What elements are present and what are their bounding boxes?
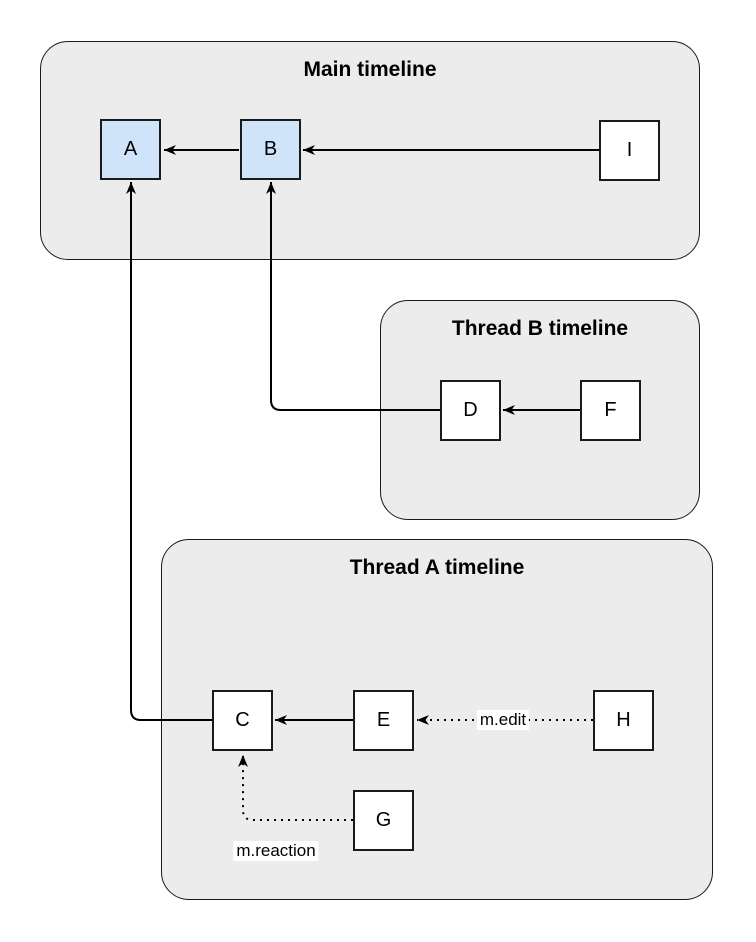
edge-label-m-edit: m.edit [476,710,530,730]
node-F: F [580,380,641,441]
container-title-thread-b-timeline: Thread B timeline [451,317,629,340]
node-E: E [353,690,414,751]
node-D: D [440,380,501,441]
edge-C-to-A [126,182,212,721]
container-title-thread-a-timeline: Thread A timeline [349,556,525,579]
container-title-main-timeline: Main timeline [303,58,437,81]
edge-label-m-reaction: m.reaction [233,841,319,861]
node-G-label: G [375,809,392,831]
edge-D-to-B [266,182,440,411]
node-H-label: H [616,709,631,731]
node-C: C [212,690,273,751]
node-I-label: I [626,139,633,161]
node-G: G [353,790,414,851]
node-E-label: E [376,709,391,731]
node-C-label: C [235,709,250,731]
node-A: A [100,119,161,180]
node-D-label: D [463,399,478,421]
node-A-label: A [123,138,138,160]
node-I: I [599,120,660,181]
node-B-label: B [263,138,278,160]
node-B: B [240,119,301,180]
node-H: H [593,690,654,751]
node-F-label: F [604,399,617,421]
edge-G-to-C [238,755,353,821]
